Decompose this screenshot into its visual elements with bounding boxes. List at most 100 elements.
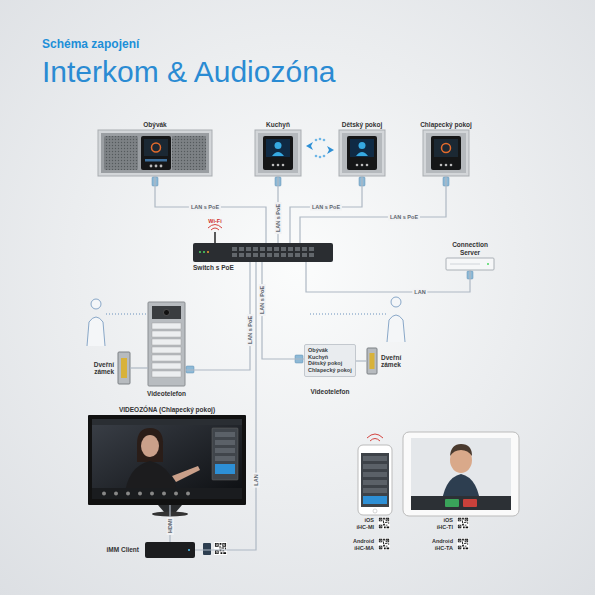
section-heading: Schéma zapojení bbox=[42, 38, 139, 52]
device-label: Connection Server bbox=[443, 241, 497, 256]
wifi-label: Wi-Fi bbox=[208, 218, 221, 224]
room-panel: Dětský pokoj bbox=[339, 130, 385, 176]
door-station bbox=[152, 363, 181, 369]
tv-screen bbox=[114, 492, 118, 496]
kitchen-panel bbox=[277, 164, 280, 167]
media-client bbox=[145, 542, 195, 558]
tv-screen bbox=[212, 428, 238, 480]
button-label: Chlapecký pokoj bbox=[308, 367, 352, 374]
door-lock bbox=[367, 348, 377, 374]
living-room-panel bbox=[155, 165, 158, 168]
living-room-panel bbox=[152, 143, 161, 152]
poe-switch bbox=[211, 228, 219, 230]
boys-room-panel bbox=[423, 130, 469, 176]
door-lock: Dveřní zámek bbox=[367, 348, 377, 374]
living-room-panel bbox=[101, 133, 209, 173]
kitchen-panel bbox=[263, 136, 293, 170]
kids-room-panel bbox=[339, 130, 385, 176]
device-label: Kuchyň bbox=[266, 121, 290, 128]
door-lock bbox=[118, 352, 130, 384]
kids-room-panel bbox=[339, 130, 385, 176]
tv-screen bbox=[92, 419, 242, 499]
intercom-call-symbol bbox=[319, 156, 322, 159]
kitchen-panel bbox=[282, 164, 285, 167]
connection-server bbox=[487, 263, 489, 265]
tv-screen bbox=[215, 456, 235, 461]
smartphone bbox=[358, 434, 392, 515]
intercom-call-symbol bbox=[323, 155, 326, 158]
connection-server bbox=[446, 258, 494, 270]
cable-line bbox=[262, 262, 304, 359]
cable-label: LAN s PoE bbox=[275, 202, 282, 234]
tv-screen bbox=[215, 440, 235, 445]
door-station bbox=[148, 302, 185, 386]
tv-screen bbox=[92, 419, 242, 425]
visitor-figure bbox=[91, 299, 101, 309]
smartphone bbox=[367, 434, 383, 438]
media-client bbox=[188, 549, 190, 551]
device-label: Dveřní zámek bbox=[381, 354, 411, 369]
boys-room-panel bbox=[434, 139, 458, 157]
tv-screen bbox=[186, 492, 190, 496]
tv-screen bbox=[150, 492, 154, 496]
media-client: iMM Client bbox=[145, 542, 195, 558]
tv-screen bbox=[88, 415, 246, 517]
app-qr-codes bbox=[378, 517, 390, 529]
living-room-panel bbox=[104, 136, 138, 170]
tablet bbox=[411, 496, 511, 510]
kids-room-panel bbox=[366, 164, 369, 167]
kids-room-panel bbox=[359, 142, 366, 149]
cable-line bbox=[300, 176, 446, 243]
living-room-panel bbox=[172, 136, 206, 170]
device-label: Videotelefon bbox=[147, 390, 186, 397]
intercom-call-symbol bbox=[315, 139, 318, 142]
boys-room-panel bbox=[440, 164, 443, 167]
tv-screen bbox=[92, 488, 242, 499]
door-station bbox=[164, 310, 170, 316]
cable-line bbox=[130, 367, 148, 368]
poe-switch bbox=[207, 251, 209, 253]
app-label: Android bbox=[432, 538, 453, 544]
intercom-call-symbol bbox=[327, 146, 334, 154]
cable-label: HDMI bbox=[167, 517, 174, 535]
visitor-figure bbox=[391, 297, 401, 307]
device-label: iMM Client bbox=[107, 546, 140, 553]
app-label: iOS bbox=[365, 517, 374, 523]
tv-screen bbox=[174, 492, 178, 496]
kids-room-panel bbox=[350, 139, 374, 157]
app-label: iOS bbox=[444, 517, 453, 523]
kitchen-panel bbox=[275, 142, 282, 149]
device-label: VIDEOZÓNA (Chlapecký pokoj) bbox=[119, 406, 215, 413]
door-station bbox=[148, 302, 185, 386]
kitchen-panel bbox=[258, 133, 298, 173]
living-room-panel bbox=[144, 139, 168, 156]
media-client bbox=[214, 542, 227, 555]
smartphone bbox=[370, 439, 380, 442]
boys-room-panel bbox=[442, 144, 451, 153]
tv-screen bbox=[102, 492, 106, 496]
cable-line bbox=[155, 176, 266, 243]
door-station bbox=[152, 355, 181, 361]
visitor-figure bbox=[387, 315, 405, 342]
poe-switch bbox=[203, 251, 205, 253]
smartphone bbox=[363, 472, 387, 477]
smartphone bbox=[363, 464, 387, 469]
poe-switch bbox=[193, 243, 333, 262]
videophone-panel: ObývákKuchyňDětský pokojChlapecký pokojV… bbox=[304, 344, 356, 377]
cable-label: LAN bbox=[412, 289, 427, 296]
kitchen-panel bbox=[272, 164, 275, 167]
poe-switch bbox=[199, 251, 201, 253]
app-qr-codes bbox=[457, 517, 469, 529]
connection-server bbox=[446, 258, 494, 270]
door-station: Videotelefon bbox=[148, 302, 185, 386]
kids-room-panel bbox=[356, 152, 368, 156]
device-label: Switch s PoE bbox=[193, 264, 234, 271]
intercom-call-symbol bbox=[319, 138, 322, 141]
device-label: Obývák bbox=[143, 121, 167, 128]
cable-line bbox=[306, 262, 470, 292]
boys-room-panel bbox=[431, 136, 461, 170]
tv-screen bbox=[141, 435, 159, 457]
tablet bbox=[445, 499, 459, 507]
boys-room-panel bbox=[426, 133, 466, 173]
